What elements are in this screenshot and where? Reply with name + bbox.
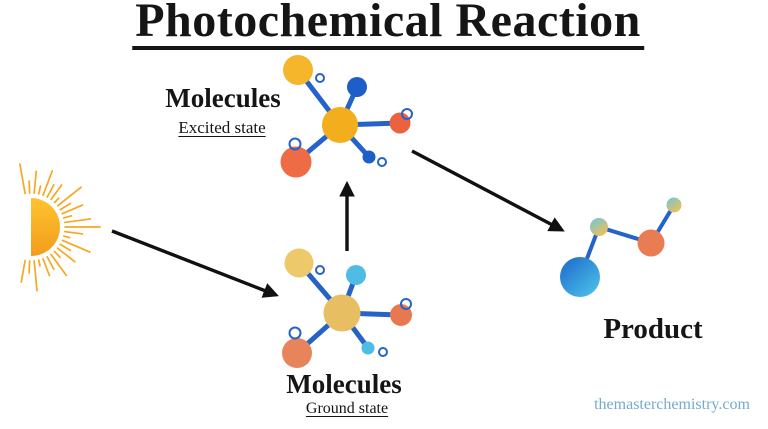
sun-ray bbox=[56, 186, 82, 207]
sun-ray bbox=[46, 256, 55, 271]
sun-ray bbox=[59, 202, 72, 211]
sun-ray bbox=[63, 218, 92, 224]
sun-ray bbox=[63, 230, 84, 235]
ground-state-label: Ground state bbox=[305, 400, 389, 417]
atom bbox=[389, 112, 411, 134]
sun-ray bbox=[56, 247, 76, 263]
sun-ray bbox=[61, 239, 91, 253]
watermark-text: themasterchemistry.com bbox=[594, 396, 750, 413]
atom bbox=[282, 338, 312, 368]
electron-ring bbox=[315, 73, 325, 83]
ground-molecule bbox=[282, 248, 412, 368]
atom bbox=[666, 197, 682, 213]
sun-ray bbox=[33, 259, 38, 292]
sun-ray bbox=[53, 250, 61, 259]
sun-ray bbox=[53, 197, 60, 204]
sun-ray bbox=[59, 243, 72, 252]
sun-ray bbox=[42, 170, 54, 197]
sun-icon bbox=[19, 163, 101, 292]
atom bbox=[346, 265, 366, 285]
sun-ray bbox=[50, 253, 68, 277]
electron-ring bbox=[315, 265, 325, 275]
sun-ray bbox=[37, 259, 41, 267]
sun-ray bbox=[33, 170, 38, 195]
excited-molecule bbox=[280, 55, 413, 178]
ground-molecules-heading: Molecules bbox=[286, 369, 402, 399]
atom bbox=[361, 341, 375, 355]
electron-ring bbox=[288, 137, 302, 151]
atom bbox=[637, 229, 665, 257]
sun-ray bbox=[50, 184, 63, 201]
sun-ray bbox=[62, 215, 73, 219]
atom bbox=[560, 257, 600, 297]
atom bbox=[322, 107, 358, 143]
electron-ring bbox=[288, 326, 302, 340]
sun-disc bbox=[31, 198, 60, 256]
atom bbox=[283, 55, 313, 85]
electron-ring bbox=[400, 298, 412, 310]
atom bbox=[347, 77, 367, 97]
electron-ring bbox=[378, 347, 388, 357]
arrow-excited-to-product bbox=[411, 149, 565, 232]
sun-ray bbox=[37, 185, 42, 195]
sun-ray bbox=[20, 259, 26, 283]
atom bbox=[362, 150, 376, 164]
product-label: Product bbox=[603, 313, 703, 345]
atom bbox=[590, 218, 608, 236]
sun-ray bbox=[61, 204, 84, 215]
excited-molecules-heading: Molecules bbox=[165, 83, 281, 113]
excited-state-label: Excited state bbox=[178, 118, 266, 137]
atom bbox=[280, 146, 312, 178]
page-title: Photochemical Reaction bbox=[132, 0, 644, 50]
electron-ring bbox=[377, 157, 387, 167]
sun-ray bbox=[42, 257, 51, 277]
atom bbox=[284, 248, 314, 278]
electron-ring bbox=[401, 108, 413, 120]
sun-ray bbox=[62, 235, 71, 239]
product-molecule bbox=[560, 197, 682, 297]
sun-ray bbox=[46, 183, 55, 198]
sun-ray bbox=[19, 163, 26, 195]
atom bbox=[323, 294, 361, 332]
arrow-sun-to-ground-state bbox=[111, 229, 279, 298]
